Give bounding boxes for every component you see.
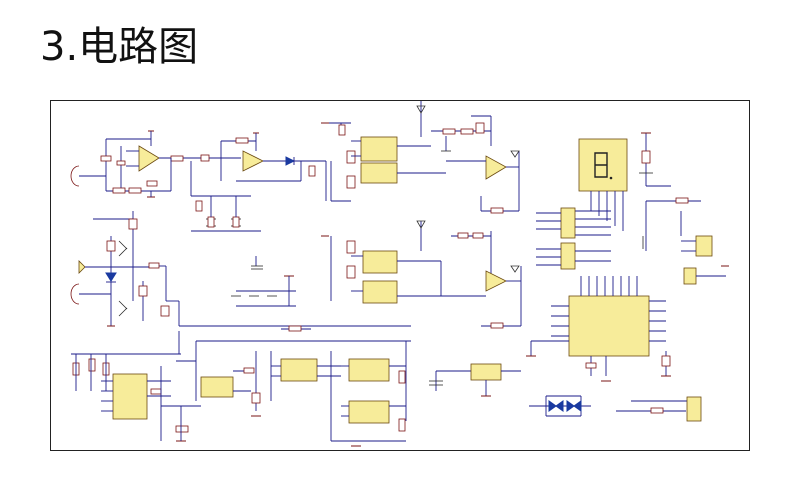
opamp-small bbox=[78, 260, 86, 274]
antenna-icon-4 bbox=[510, 265, 520, 273]
flipflop-section bbox=[270, 341, 407, 447]
connector-3 bbox=[686, 396, 702, 422]
logic-ic-3 bbox=[362, 250, 398, 274]
page-title: 3.电路图 bbox=[40, 22, 198, 72]
flipflop-ic-1 bbox=[280, 358, 318, 382]
title-dot: . bbox=[65, 24, 79, 70]
title-text: 电路图 bbox=[78, 24, 199, 70]
antenna-icon-1 bbox=[416, 105, 426, 114]
opamp-1 bbox=[138, 145, 160, 172]
mic-stage-top bbox=[70, 130, 191, 198]
regulator-section bbox=[429, 363, 521, 397]
logic-ic-group-top bbox=[321, 101, 520, 214]
diode-6 bbox=[573, 400, 582, 412]
detector-stage bbox=[70, 211, 411, 327]
microcontroller bbox=[526, 276, 671, 382]
opamp-3 bbox=[485, 155, 507, 180]
opamp-2 bbox=[242, 150, 264, 172]
schematic-frame bbox=[50, 100, 750, 451]
diode-3 bbox=[548, 400, 557, 412]
seven-segment-display bbox=[536, 138, 628, 270]
opamp-stage-2 bbox=[191, 132, 327, 201]
antenna-icon-3 bbox=[416, 220, 426, 229]
opamp-4 bbox=[485, 270, 507, 292]
circuit-schematic bbox=[70, 101, 729, 447]
diode-4 bbox=[555, 400, 564, 412]
transistor-pair bbox=[190, 161, 261, 232]
counter-section bbox=[71, 353, 201, 442]
diode-2 bbox=[105, 272, 117, 282]
logic-ic-1 bbox=[360, 136, 398, 162]
title-number: 3 bbox=[40, 24, 66, 70]
flipflop-ic-2 bbox=[348, 358, 390, 382]
logic-ic-group-bottom bbox=[321, 220, 522, 329]
antenna-icon-2 bbox=[510, 150, 520, 158]
resistor-array-2 bbox=[560, 242, 576, 270]
timer-ic bbox=[200, 376, 234, 398]
resistor-array-1 bbox=[560, 207, 576, 239]
timer-section bbox=[176, 325, 411, 417]
cap-network bbox=[231, 256, 296, 307]
connector-1 bbox=[695, 235, 713, 257]
regulator-ic bbox=[470, 363, 502, 381]
flipflop-ic-3 bbox=[348, 400, 390, 424]
sensor-right-top bbox=[639, 132, 729, 285]
bridge-rectifier bbox=[529, 395, 702, 422]
microphone-icon-bottom bbox=[70, 283, 80, 305]
counter-ic bbox=[112, 373, 148, 420]
logic-ic-2 bbox=[360, 162, 398, 184]
diode-1 bbox=[285, 156, 296, 166]
logic-ic-4 bbox=[362, 280, 398, 304]
connector-2 bbox=[683, 267, 697, 285]
microphone-icon-top bbox=[70, 165, 80, 187]
mcu-chip bbox=[568, 295, 650, 357]
diode-5 bbox=[566, 400, 575, 412]
